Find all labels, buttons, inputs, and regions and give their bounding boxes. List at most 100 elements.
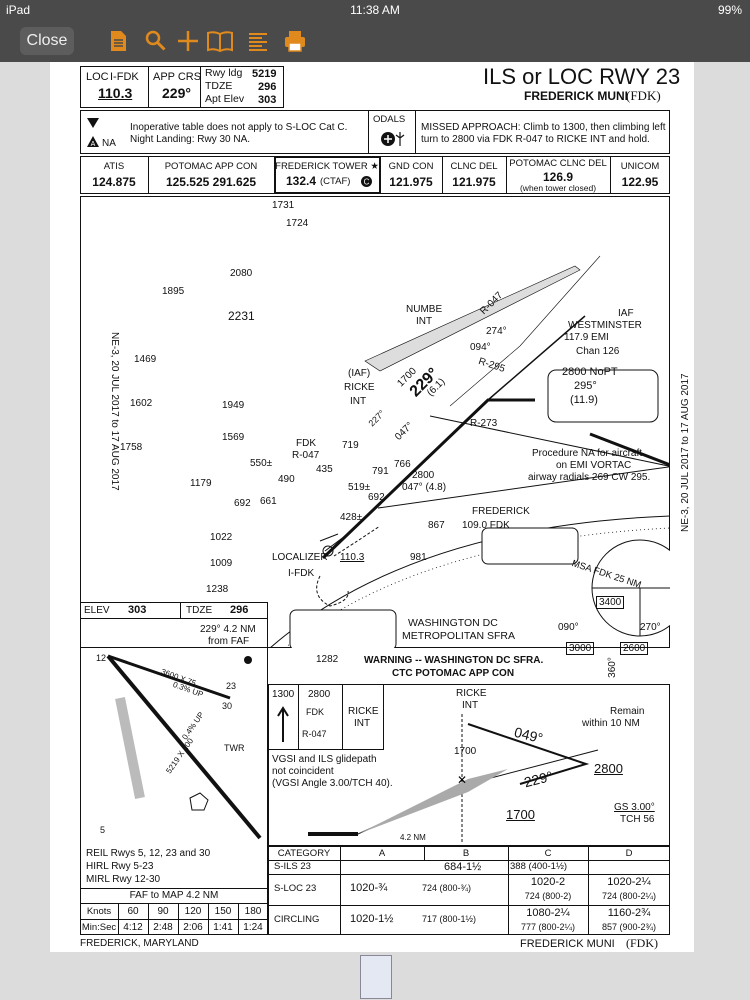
ricke-int: INT bbox=[350, 396, 367, 407]
course-047-distance: 047° (4.8) bbox=[402, 482, 447, 493]
clearance-freq: 121.975 bbox=[452, 175, 496, 189]
page-thumbnail[interactable] bbox=[360, 955, 392, 999]
unicom-freq: 122.95 bbox=[621, 175, 659, 189]
header-freq-box bbox=[80, 66, 284, 108]
clock: 11:38 AM bbox=[350, 3, 400, 17]
status-bar: iPad 11:38 AM 99% bbox=[0, 0, 750, 20]
obstacle-label: 1238 bbox=[206, 584, 229, 595]
book-icon[interactable] bbox=[206, 29, 234, 53]
print-icon[interactable] bbox=[283, 29, 307, 53]
search-icon[interactable] bbox=[144, 29, 168, 53]
sfra-warning: WARNING -- WASHINGTON DC SFRA. bbox=[364, 655, 544, 666]
fdk-radial: R-047 bbox=[292, 450, 320, 461]
col-d: D bbox=[625, 848, 633, 859]
airport-id: (FDK) bbox=[626, 88, 661, 103]
lighting-icon bbox=[381, 132, 405, 146]
takeoff-minimums-icon: A bbox=[87, 118, 99, 148]
minimums-cell: 684-1½ bbox=[444, 861, 482, 873]
msa-north: 3400 bbox=[596, 596, 625, 609]
footer-airport: FREDERICK MUNI bbox=[520, 938, 615, 950]
iaf-label: IAF bbox=[618, 308, 634, 319]
atis-label: ATIS bbox=[103, 161, 125, 172]
obstacle-label: 1569 bbox=[222, 432, 245, 443]
ricke-fix: RICKE bbox=[344, 382, 375, 393]
profile-drawing: ✕ bbox=[308, 714, 599, 844]
col-b: B bbox=[462, 848, 470, 859]
na-label: NA bbox=[102, 138, 116, 149]
minimums-cell: 1020-2 bbox=[530, 876, 566, 888]
runway-30: 30 bbox=[222, 701, 233, 711]
add-icon[interactable] bbox=[176, 29, 200, 53]
loc-id: I-FDK bbox=[110, 71, 139, 83]
msa-southwest: 3000 bbox=[566, 642, 595, 655]
runway-diagram bbox=[106, 654, 262, 840]
outline-icon[interactable] bbox=[246, 29, 270, 53]
missed-r047: R-047 bbox=[302, 729, 327, 739]
minimums-cell: 388 (400-1½) bbox=[510, 861, 568, 872]
airport-name: FREDERICK MUNI bbox=[524, 89, 628, 103]
obstacle-label: 1758 bbox=[120, 442, 143, 453]
ground-label: GND CON bbox=[388, 161, 434, 172]
altitude-2800: 2800 bbox=[412, 470, 435, 481]
sfra-line2: METROPOLITAN SFRA bbox=[402, 630, 515, 642]
battery-level: 99% bbox=[717, 3, 742, 17]
close-button[interactable]: Close bbox=[20, 27, 74, 55]
plan-view-drawing bbox=[269, 255, 670, 648]
unicom-label: UNICOM bbox=[620, 161, 660, 172]
numbe-fix: NUMBE bbox=[406, 304, 443, 315]
note-inoperative: Inoperative table does not apply to S-LO… bbox=[130, 122, 348, 133]
hirl-note: HIRL Rwy 5-23 bbox=[86, 861, 154, 872]
footer-airport-id: (FDK) bbox=[626, 936, 658, 950]
diag-tdze-value: 296 bbox=[230, 604, 249, 616]
nopt-course: 295° bbox=[574, 380, 597, 392]
airport-diagram bbox=[80, 602, 268, 935]
reil-note: REIL Rwys 5, 12, 23 and 30 bbox=[86, 848, 211, 859]
obstacle-label: 550± bbox=[250, 458, 273, 469]
effective-date-left: NE-3, 20 JUL 2017 to 17 AUG 2017 bbox=[109, 332, 120, 491]
obstacle-label: 1895 bbox=[162, 286, 185, 297]
profile-ricke: RICKE bbox=[456, 688, 487, 699]
obstacle-label: 435 bbox=[316, 464, 333, 475]
knots-cell: 120 bbox=[184, 906, 202, 917]
profile-view bbox=[268, 684, 670, 846]
obstacle-label: 2080 bbox=[230, 268, 253, 279]
missed-fdk: FDK bbox=[306, 707, 324, 717]
loc-label: LOC bbox=[86, 71, 109, 83]
app-crs-label: APP CRS bbox=[153, 71, 202, 83]
time-cell: 1:41 bbox=[213, 922, 233, 933]
minimums-cell: 1080-2¼ bbox=[526, 907, 570, 919]
svg-text:✕: ✕ bbox=[457, 773, 467, 787]
obstacle-label: 661 bbox=[260, 496, 277, 507]
rwy-ldg-label: Rwy ldg bbox=[205, 67, 243, 79]
potomac-clnc-sub: (when tower closed) bbox=[519, 183, 597, 193]
potomac-clnc-label: POTOMAC CLNC DEL bbox=[509, 158, 607, 169]
course-094: 094° bbox=[470, 342, 491, 353]
nopt-distance: (11.9) bbox=[570, 394, 598, 406]
odals-label: ODALS bbox=[373, 114, 406, 125]
minimums-cell: 1020-¾ bbox=[350, 882, 388, 894]
approach-freq: 125.525 291.625 bbox=[165, 175, 257, 189]
profile-alt-1700-ricke: 1700 bbox=[454, 746, 477, 757]
procedure-title: ILS or LOC RWY 23 bbox=[483, 64, 681, 89]
viewer-toolbar: Close bbox=[0, 20, 750, 62]
knots-cell: 60 bbox=[127, 906, 139, 917]
ctaf-icon: C bbox=[361, 176, 372, 187]
minimums-cell: 777 (800-2¼) bbox=[520, 922, 576, 932]
runway-23: 23 bbox=[226, 681, 237, 691]
tdze-value: 296 bbox=[258, 81, 277, 93]
vgsi-note3: (VGSI Angle 3.00/TCH 40). bbox=[272, 778, 393, 789]
minimums-cell: 857 (900-2¾) bbox=[601, 922, 657, 932]
obstacle-label: 1179 bbox=[190, 478, 212, 489]
tower-label: TWR bbox=[224, 743, 245, 753]
minsec-label: Min:Sec bbox=[81, 922, 117, 933]
fdk-label: FDK bbox=[296, 438, 316, 449]
procedure-na-line3: airway radials 269 CW 295. bbox=[528, 472, 651, 483]
profile-alt-1700-faf: 1700 bbox=[506, 807, 535, 822]
faf-map-title: FAF to MAP 4.2 NM bbox=[129, 890, 219, 901]
glideslope-angle: GS 3.00° bbox=[614, 802, 655, 813]
obstacle-label: 766 bbox=[394, 459, 411, 470]
msa-southeast: 2600 bbox=[620, 642, 649, 655]
document-icon[interactable] bbox=[106, 29, 130, 53]
row-label: CIRCLING bbox=[274, 914, 320, 925]
col-a: A bbox=[378, 848, 386, 859]
